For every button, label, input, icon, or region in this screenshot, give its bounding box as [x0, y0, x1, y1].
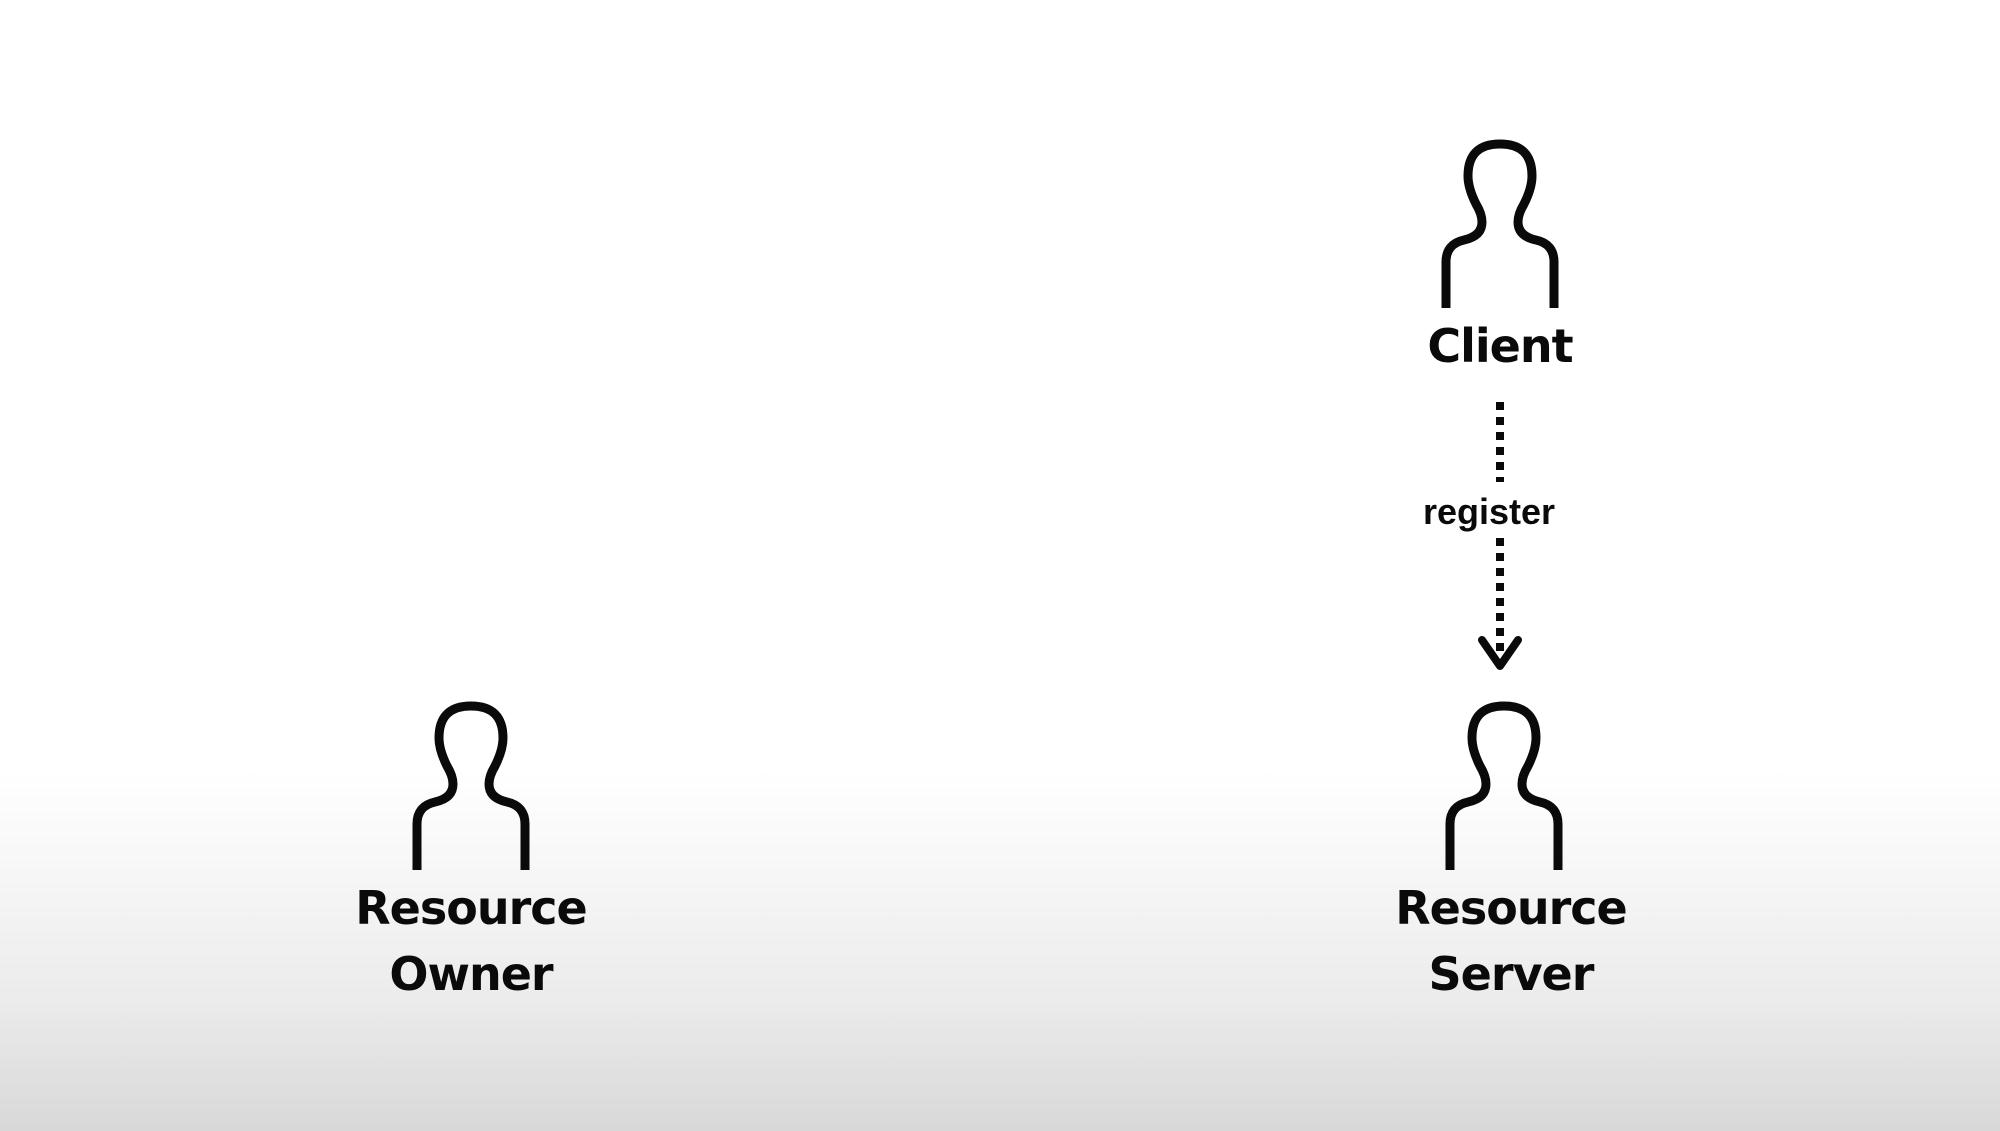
resource-owner-label: Resource Owner [355, 875, 588, 1007]
resource-owner-label-line2: Owner [389, 947, 553, 1001]
resource-owner-person-icon [409, 700, 533, 874]
resource-server-label-line2: Server [1428, 947, 1595, 1001]
resource-owner-label-line1: Resource [355, 881, 588, 935]
client-person-icon [1438, 138, 1562, 312]
resource-server-label: Resource Server [1395, 875, 1628, 1007]
resource-server-label-line1: Resource [1395, 881, 1628, 935]
resource-server-person-icon [1442, 700, 1566, 874]
register-label: register [1422, 491, 1556, 532]
client-label: Client [1427, 313, 1573, 379]
arrowhead-down-icon [1478, 636, 1522, 670]
client-label-line1: Client [1427, 319, 1573, 373]
